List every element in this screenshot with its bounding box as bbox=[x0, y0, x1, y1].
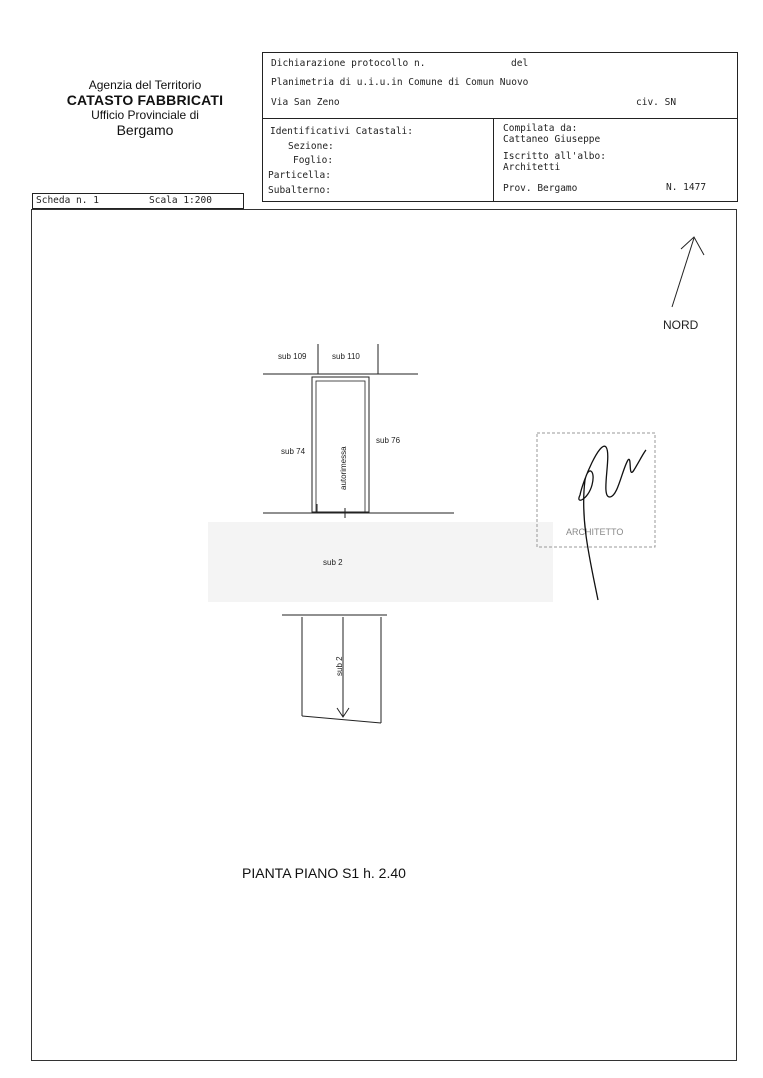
sezione-label: Sezione: bbox=[288, 141, 334, 152]
header-divider bbox=[262, 118, 738, 119]
dichiarazione-label: Dichiarazione protocollo n. bbox=[271, 58, 426, 69]
header-column-divider bbox=[493, 118, 494, 202]
planimetria-label: Planimetria di u.i.u.in Comune di Comun … bbox=[271, 77, 529, 88]
agency-name: Agenzia del Territorio bbox=[88, 78, 202, 92]
compilata-name: Cattaneo Giuseppe bbox=[503, 134, 601, 145]
particella-label: Particella: bbox=[268, 170, 331, 181]
header-box bbox=[262, 52, 738, 202]
compilata-label: Compilata da: bbox=[503, 123, 578, 134]
foglio-label: Foglio: bbox=[293, 155, 334, 166]
scheda-number: Scheda n. 1 bbox=[36, 195, 99, 206]
provincia-label: Prov. Bergamo bbox=[503, 183, 578, 194]
agency-block: Agenzia del Territorio CATASTO FABBRICAT… bbox=[60, 78, 230, 138]
office-city: Bergamo bbox=[116, 122, 174, 138]
del-label: del bbox=[511, 58, 529, 69]
scheda-box bbox=[32, 193, 244, 209]
office-label: Ufficio Provinciale di bbox=[91, 108, 199, 122]
catasto-title: CATASTO FABBRICATI bbox=[66, 92, 224, 108]
scala-label: Scala 1:200 bbox=[149, 195, 212, 206]
iscrizione-number: N. 1477 bbox=[666, 182, 707, 193]
identificativi-title: Identificativi Catastali: bbox=[270, 126, 413, 137]
drawing-frame bbox=[31, 209, 737, 1061]
via-label: Via San Zeno bbox=[271, 97, 340, 108]
civ-label: civ. SN bbox=[636, 97, 677, 108]
iscritto-label: Iscritto all'albo: bbox=[503, 151, 606, 162]
albo-label: Architetti bbox=[503, 162, 561, 173]
subalterno-label: Subalterno: bbox=[268, 185, 331, 196]
